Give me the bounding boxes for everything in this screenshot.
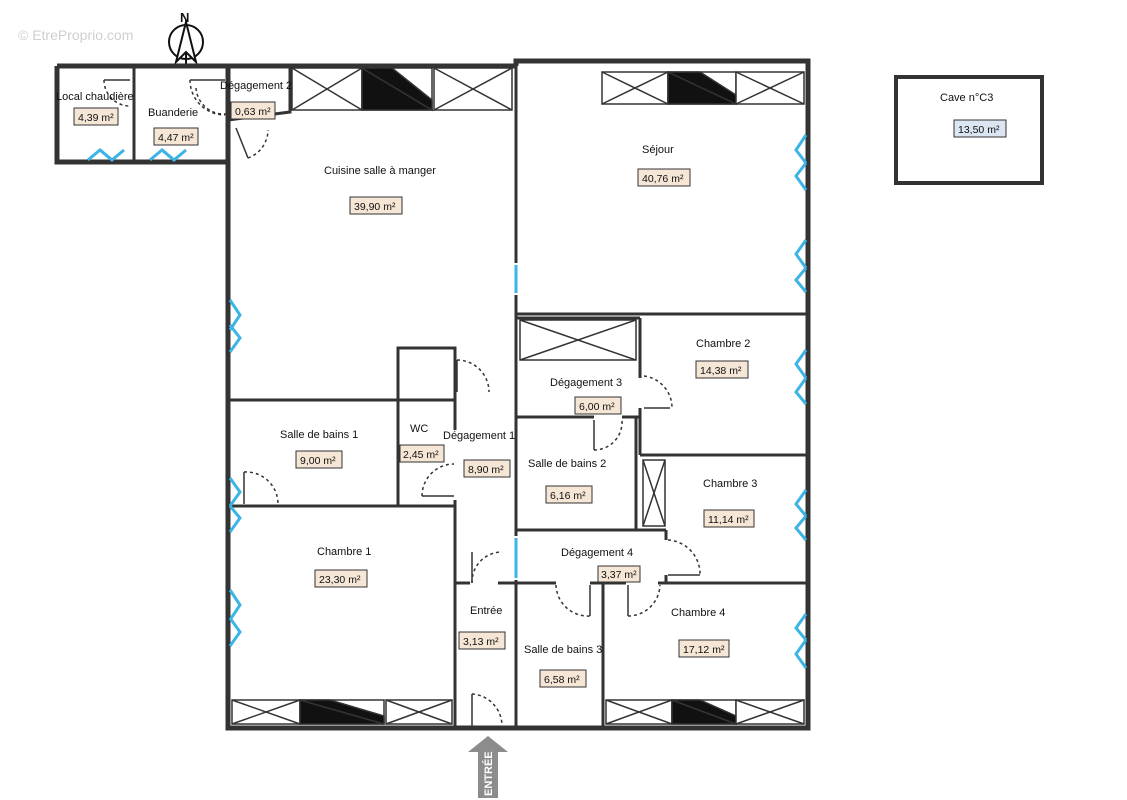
area-box [295, 450, 343, 469]
room-name: Chambre 1 [317, 546, 371, 558]
area-box [399, 444, 445, 463]
room-salle-de-bains-2: Salle de bains 2 6,16 m² [528, 458, 606, 504]
room-name: Salle de bains 2 [528, 458, 606, 470]
room-area: 9,00 m² [300, 455, 336, 467]
room-name: Local chaudière [56, 91, 134, 103]
entrance-arrow-icon: ENTRÉE [468, 736, 508, 798]
area-box [574, 396, 622, 415]
room-cuisine: Cuisine salle à manger 39,90 m² [324, 165, 436, 215]
room-sejour: Séjour 40,76 m² [637, 144, 691, 187]
area-box [678, 639, 730, 658]
room-area: 6,16 m² [550, 490, 586, 502]
room-name: Salle de bains 3 [524, 644, 602, 656]
area-box [695, 360, 749, 379]
room-cave: Cave n°C3 13,50 m² [940, 92, 1007, 138]
room-name: WC [410, 423, 428, 435]
area-box [349, 196, 403, 215]
area-box [314, 569, 368, 588]
room-area: 39,90 m² [354, 201, 396, 213]
room-name: Dégagement 2 [220, 80, 292, 92]
room-name: Chambre 4 [671, 607, 725, 619]
area-box [458, 631, 506, 650]
room-name: Entrée [470, 605, 502, 617]
watermark: © EtreProprio.com [18, 27, 133, 43]
entrance-label: ENTRÉE [482, 751, 495, 796]
room-degagement-2: Dégagement 2 0,63 m² [220, 80, 292, 120]
room-name: Séjour [642, 144, 674, 156]
area-box [463, 459, 511, 478]
room-area: 4,47 m² [158, 132, 194, 144]
room-name: Chambre 3 [703, 478, 757, 490]
cave-outline [894, 75, 1044, 185]
room-chambre-1: Chambre 1 23,30 m² [314, 546, 371, 588]
area-box [953, 119, 1007, 138]
room-area: 11,14 m² [708, 514, 749, 526]
storage-units [231, 66, 805, 726]
room-name: Cuisine salle à manger [324, 165, 436, 177]
area-box [637, 168, 691, 187]
room-area: 13,50 m² [958, 124, 1000, 136]
room-degagement-3: Dégagement 3 6,00 m² [550, 377, 622, 415]
area-box [153, 127, 199, 146]
room-name: Cave n°C3 [940, 92, 993, 104]
doors [103, 79, 701, 727]
area-box [703, 509, 755, 528]
room-area: 4,39 m² [78, 112, 114, 124]
room-name: Buanderie [148, 107, 198, 119]
area-box [597, 565, 641, 583]
compass-north-label: N [180, 10, 189, 25]
room-area: 40,76 m² [642, 173, 684, 185]
room-buanderie: Buanderie 4,47 m² [148, 107, 199, 146]
interior-walls [132, 66, 808, 728]
room-degagement-4: Dégagement 4 3,37 m² [561, 547, 641, 583]
room-name: Salle de bains 1 [280, 429, 358, 441]
room-area: 23,30 m² [319, 574, 361, 586]
area-box [539, 669, 587, 688]
room-area: 0,63 m² [235, 106, 271, 118]
room-name: Dégagement 1 [443, 430, 515, 442]
room-salle-de-bains-1: Salle de bains 1 9,00 m² [280, 429, 358, 469]
room-local-chaudiere: Local chaudière 4,39 m² [56, 91, 134, 126]
room-name: Chambre 2 [696, 338, 750, 350]
room-chambre-2: Chambre 2 14,38 m² [695, 338, 750, 379]
room-area: 8,90 m² [468, 464, 504, 476]
compass-icon: N [168, 10, 204, 66]
area-box [73, 107, 119, 126]
room-area: 6,00 m² [579, 401, 615, 413]
walls [54, 58, 811, 731]
room-wc: WC 2,45 m² [399, 423, 445, 463]
area-box [545, 485, 593, 504]
room-name: Dégagement 4 [561, 547, 633, 559]
room-area: 17,12 m² [683, 644, 725, 656]
room-degagement-1: Dégagement 1 8,90 m² [443, 430, 515, 478]
area-box [230, 101, 276, 120]
room-entree: Entrée 3,13 m² [458, 605, 506, 650]
room-chambre-3: Chambre 3 11,14 m² [703, 478, 757, 528]
room-area: 3,13 m² [463, 636, 499, 648]
room-name: Dégagement 3 [550, 377, 622, 389]
windows [87, 134, 808, 669]
room-area: 3,37 m² [601, 569, 637, 581]
room-salle-de-bains-3: Salle de bains 3 6,58 m² [524, 644, 602, 688]
room-area: 2,45 m² [403, 449, 439, 461]
room-chambre-4: Chambre 4 17,12 m² [671, 607, 730, 658]
room-area: 6,58 m² [544, 674, 580, 686]
room-area: 14,38 m² [700, 365, 742, 377]
